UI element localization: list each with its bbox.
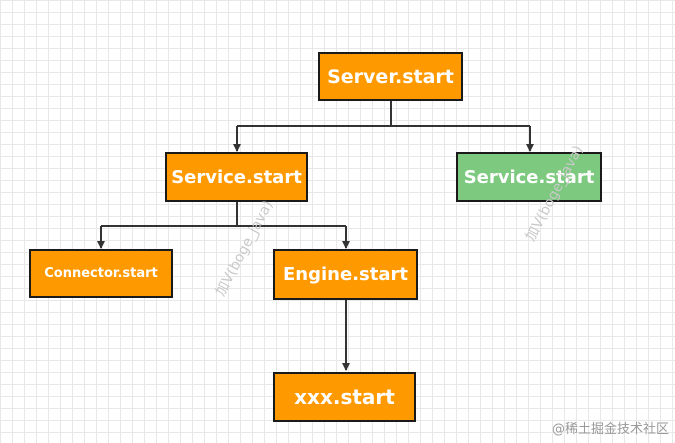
node-engine-start: Engine.start [273, 249, 418, 300]
node-server-start: Server.start [318, 52, 463, 101]
node-service-start-other-label: Service.start [463, 166, 595, 188]
node-engine-start-label: Engine.start [283, 264, 408, 285]
node-xxx-start-label: xxx.start [294, 385, 395, 409]
node-service-start-main: Service.start [165, 152, 308, 202]
node-service-start-other: Service.start [456, 152, 602, 202]
node-connector-start-label: Connector.start [44, 266, 158, 281]
node-service-start-main-label: Service.start [171, 166, 302, 188]
node-connector-start: Connector.start [29, 249, 173, 298]
footer-credit: @稀土掘金技术社区 [551, 422, 669, 437]
node-xxx-start: xxx.start [273, 372, 416, 422]
node-server-start-label: Server.start [327, 65, 454, 88]
